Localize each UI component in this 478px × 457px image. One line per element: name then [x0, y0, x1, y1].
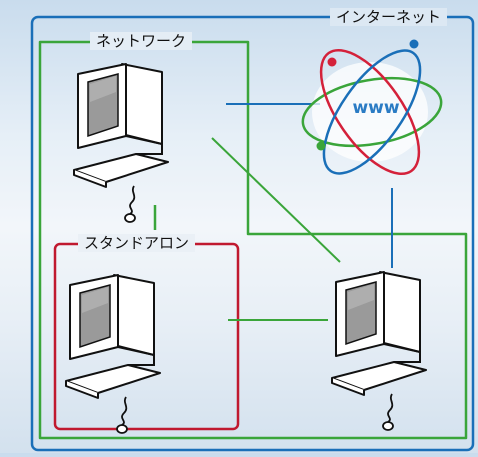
computer-icon — [65, 274, 161, 434]
computer-icon — [331, 271, 427, 431]
computer-icon — [73, 63, 169, 223]
www-text: www — [352, 98, 399, 118]
network-frame — [38, 40, 468, 440]
internet-globe-icon: www — [301, 39, 443, 176]
standalone-label: スタンドアロン — [78, 234, 196, 252]
network-link-line — [211, 137, 341, 263]
internet-frame — [30, 15, 475, 452]
internet-label: インターネット — [330, 8, 448, 26]
network-label: ネットワーク — [90, 32, 193, 50]
